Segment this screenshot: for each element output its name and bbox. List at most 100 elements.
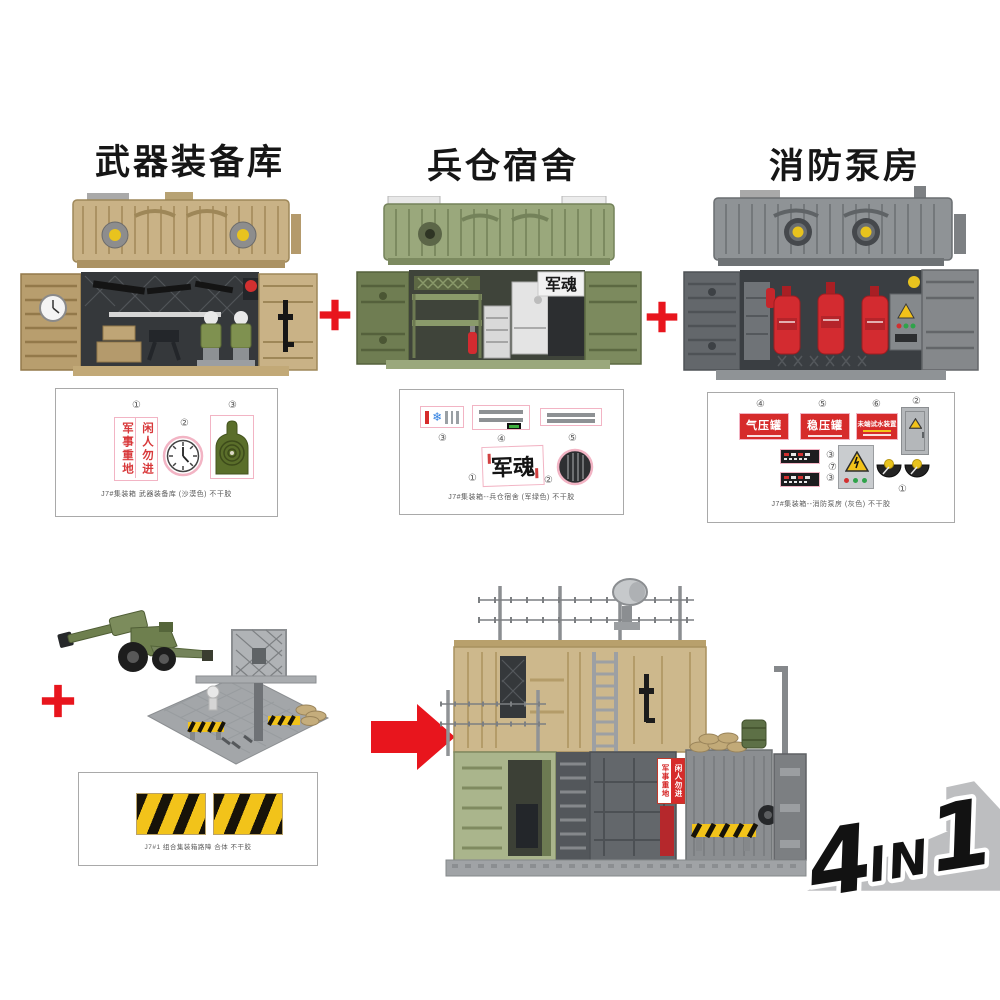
fence-panel [231,629,287,679]
target-sticker [210,415,254,479]
container-lid [383,203,615,261]
plus-icon-3 [41,684,75,718]
fire-extinguisher [468,326,477,354]
sticker-number-3: ③ [438,433,447,444]
ac-sticker: ❄ [420,406,464,428]
warning-triangle-icon [909,418,922,429]
container-right-door [584,271,642,365]
container-left-door [20,273,82,371]
barrier-sticker-1 [136,793,206,835]
section-title-barracks: 兵仓宿舍 [426,147,579,186]
container-right-door [921,269,979,371]
step-shelf [483,305,511,359]
tactical-vest-figures [197,311,255,368]
container-interior [81,272,259,370]
warning-triangle-icon [845,451,869,472]
control-panel-sticker-1 [780,449,820,464]
sign-col-left: 军事重地 [121,422,133,476]
digital-display [507,423,521,429]
restricted-area-sticker: 军事重地 闲人勿进 [114,417,158,481]
rifle-icon [639,674,655,723]
container-interior: 军魂 [409,270,621,364]
logo-text-4: 4 [805,803,880,895]
gauge-stickers [876,459,930,478]
side-cabinet [744,282,770,360]
lid-latch-right [852,218,880,246]
restricted-sign-col-left: 军事重地 [658,759,671,803]
section-title-weapons-depot: 武器装备库 [94,143,285,182]
plus-icon-1 [319,299,351,331]
indicator-green-2 [862,478,867,483]
restricted-sign-col-right: 闲人勿进 [671,759,684,803]
sticker-number-4: ④ [756,399,765,410]
sticker-number-5: ⑤ [818,399,827,410]
snowflake-icon: ❄ [432,410,443,424]
sticker-number-5: ⑤ [568,433,577,444]
red-bar [425,410,430,424]
sign-col-right: 闲人勿进 [135,418,155,478]
sticker-number-3: ③ [228,400,237,411]
lower-green-container [453,751,557,863]
searchlight [612,578,648,630]
lamp-figure [206,685,220,711]
sticker-number-2: ② [544,475,553,486]
air-tank-label-sticker: 气压罐 [739,413,789,440]
pressure-tanks [773,282,889,355]
sticker-number-1: ① [132,400,141,411]
small-extinguisher [766,288,775,308]
post [254,683,263,741]
container-right-door [258,273,318,371]
spike-strip [221,734,253,750]
logo-text-in: IN [865,830,935,894]
crate [102,325,136,341]
arrow-right-icon [371,704,455,770]
container-left-door [683,271,741,371]
sticker-number-6: ⑥ [872,399,881,410]
ladder-block [556,752,590,862]
regulator-label-sticker: 稳压罐 [800,413,850,440]
lid-latch-right [229,221,257,249]
ladder [592,652,618,756]
container-left-door [356,271,410,365]
sticker-number-1: ① [898,484,907,495]
sticker-number-3a: ③ [826,450,835,461]
sticker-sheet-fire-pump: ④ ⑤ ⑥ ② 气压罐 稳压罐 未端试水装置 ③ ③ ⑦ [707,392,955,523]
gauge-icon-2 [904,459,930,478]
target-silhouette-icon [215,420,249,475]
green-barrel [741,719,767,749]
wall-weapons [92,280,234,295]
container-lid [72,192,301,263]
barrier-left [187,721,226,740]
barrier-sticker-2 [213,793,283,835]
logo-4in1: 4 IN 1 [805,774,1000,895]
exterior-pipe [782,670,788,766]
lower-gray-container [685,719,778,863]
control-panel-sticker-2 [780,472,820,487]
gun-turret [147,330,181,361]
far-right-door [773,753,807,861]
calligraphy-text: 军魂 [490,454,536,482]
weapons-depot-container-illustration [20,192,318,376]
sticker-number-2: ② [912,396,921,407]
howitzer-illustration [57,610,213,672]
gauge-icon-1 [876,459,902,478]
sandbags [295,704,327,726]
red-button [243,278,259,300]
sheet4-caption: J7#1 组合集装箱路障 合体 不干胶 [144,844,252,851]
army-soul-banner: 军魂 [537,271,585,297]
barrier-right [267,715,300,726]
section-title-fire-pump: 消防泵房 [768,147,921,186]
sticker-sheet-barriers: J7#1 组合集装箱路障 合体 不干胶 [78,772,318,866]
sticker-number-4: ④ [497,434,506,445]
mid-fence [440,690,546,756]
restricted-sign: 军事重地 闲人勿进 [657,758,685,804]
plus-icon-2 [646,301,678,333]
dark-machine [548,292,584,356]
indicator-red [844,478,849,483]
sticker-number-3b: ③ [826,473,835,484]
rail-sticker-2 [540,408,602,426]
calligraphy-sticker: 军魂 [481,444,545,488]
sticker-number-7: ⑦ [828,462,837,473]
sheet3-caption: J7#集装箱--消防泵房 (灰色) 不干胶 [771,501,891,508]
